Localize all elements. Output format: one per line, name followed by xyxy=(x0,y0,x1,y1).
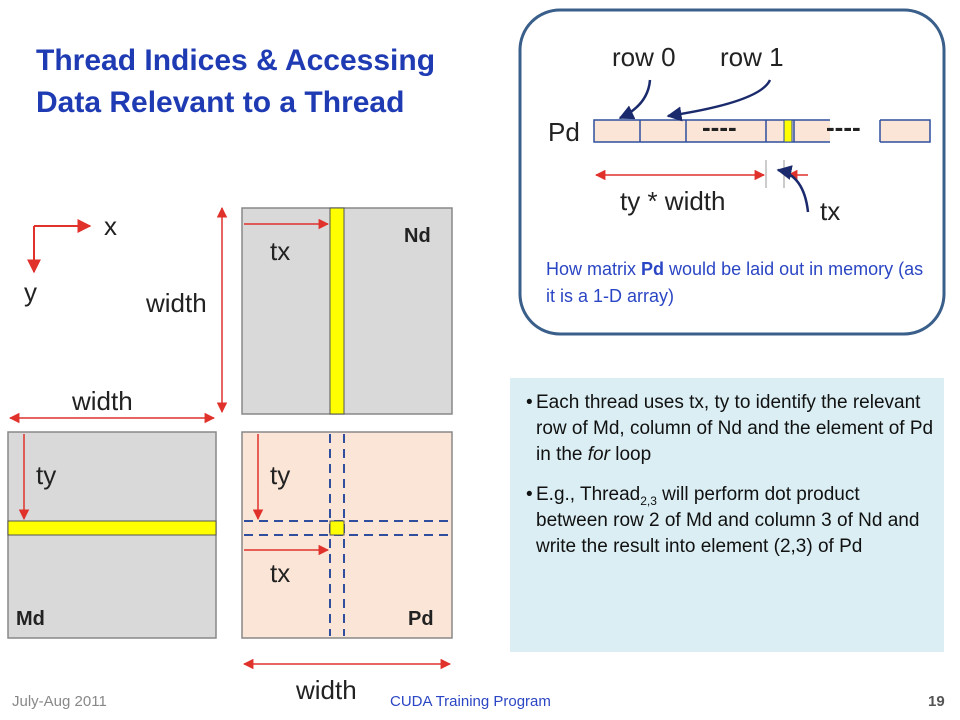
memory-dashes-1: ---- xyxy=(702,112,737,142)
nd-tx-label: tx xyxy=(270,236,290,266)
pd-tx-label: tx xyxy=(270,558,290,588)
note-bullet-2: E.g., Thread2,3 will perform dot product… xyxy=(522,482,934,560)
note-2-text-a: E.g., Thread xyxy=(536,484,641,505)
memory-tx-label: tx xyxy=(820,196,840,226)
caption-text-c: would be laid out in memory (as it is a … xyxy=(546,259,924,306)
nd-matrix xyxy=(241,207,453,415)
md-name: Md xyxy=(16,608,45,630)
slide-title: Thread Indices & Accessing Data Relevant… xyxy=(36,40,486,124)
row1-arrow xyxy=(666,79,772,122)
pd-width-label: width xyxy=(295,675,357,705)
nd-name: Nd xyxy=(404,225,431,247)
memory-dashes-2: ---- xyxy=(826,112,861,142)
y-axis-label: y xyxy=(24,277,37,307)
title-line-1: Thread Indices & Accessing xyxy=(36,44,436,77)
pd-element-highlight xyxy=(329,520,345,536)
nd-column-highlight xyxy=(329,207,345,415)
x-axis-label: x xyxy=(104,211,117,241)
pd-matrix xyxy=(241,431,453,639)
row0-arrow xyxy=(618,79,652,120)
page-number: 19 xyxy=(928,693,945,710)
note-1-end: loop xyxy=(609,444,652,465)
pd-array-element xyxy=(783,119,793,143)
row1-label: row 1 xyxy=(720,42,784,72)
md-row-highlight xyxy=(7,520,217,536)
md-ty-label: ty xyxy=(36,460,56,490)
note-bullet-1: Each thread uses tx, ty to identify the … xyxy=(522,390,934,468)
pd-ty-label: ty xyxy=(270,460,290,490)
note-1-text: Each thread uses tx, ty to identify the … xyxy=(536,392,934,465)
footer-date: July-Aug 2011 xyxy=(12,693,107,710)
pd-array xyxy=(593,118,931,144)
note-1-for: for xyxy=(587,444,610,465)
note-2-sub: 2,3 xyxy=(640,493,657,508)
memory-caption: How matrix Pd would be laid out in memor… xyxy=(546,256,926,310)
pd-name: Pd xyxy=(408,608,434,630)
tx-pointer-arrow xyxy=(776,165,810,213)
md-matrix xyxy=(7,431,217,639)
nd-width-label: width xyxy=(145,288,207,318)
footer-program: CUDA Training Program xyxy=(390,693,551,710)
caption-text-a: How matrix xyxy=(546,259,642,279)
note-2-text-b: will perform dot product between row 2 o… xyxy=(536,484,920,557)
caption-text-pd: Pd xyxy=(641,259,665,279)
notes-box: Each thread uses tx, ty to identify the … xyxy=(510,378,944,652)
row0-label: row 0 xyxy=(612,42,676,72)
title-line-2: Data Relevant to a Thread xyxy=(36,86,405,119)
md-width-label: width xyxy=(71,386,133,416)
memory-pd-label: Pd xyxy=(548,117,580,147)
ty-width-label: ty * width xyxy=(620,186,726,216)
